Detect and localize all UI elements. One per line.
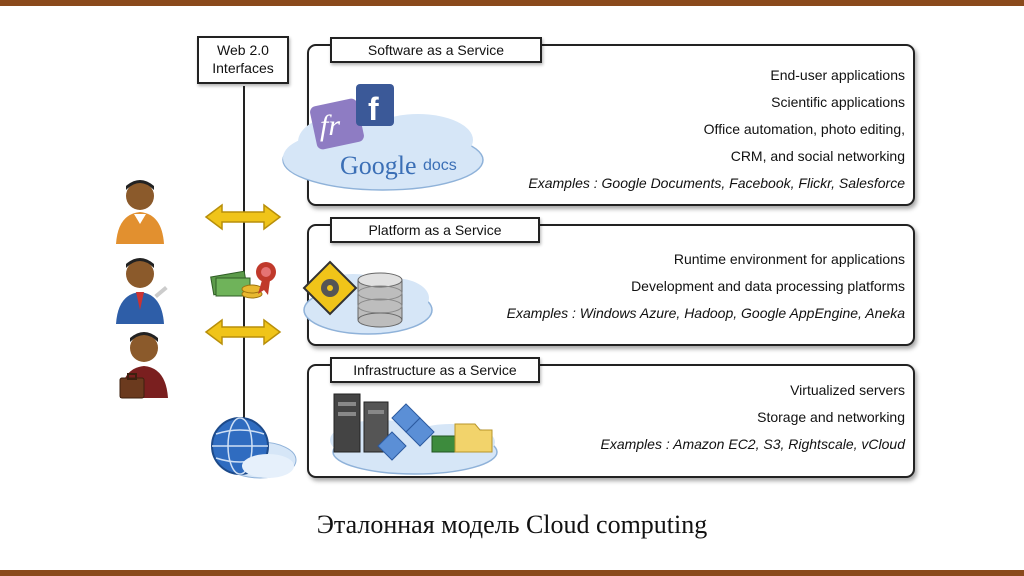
saas-cloud-icon: fr f Google docs bbox=[282, 84, 484, 191]
facebook-f-text: f bbox=[368, 91, 379, 127]
saas-line-1: End-user applications bbox=[770, 67, 905, 83]
top-frame-bar bbox=[0, 0, 1024, 6]
business-user-icon bbox=[119, 332, 168, 399]
web-interfaces-line2: Interfaces bbox=[212, 60, 274, 76]
paas-title: Platform as a Service bbox=[330, 217, 540, 243]
saas-line-2: Scientific applications bbox=[771, 94, 905, 110]
web-interfaces-box: Web 2.0 Interfaces bbox=[197, 36, 289, 84]
paas-line-1: Runtime environment for applications bbox=[673, 251, 905, 267]
saas-title: Software as a Service bbox=[330, 37, 542, 63]
fr-logo-text: fr bbox=[320, 109, 340, 142]
web-interfaces-line1: Web 2.0 bbox=[217, 42, 269, 58]
interfaces-connector-line bbox=[243, 86, 245, 426]
paas-examples: Examples : Windows Azure, Hadoop, Google… bbox=[506, 305, 905, 321]
facebook-logo-icon: f bbox=[356, 84, 394, 127]
paas-text: Runtime environment for applications Dev… bbox=[507, 246, 905, 327]
developer-icon bbox=[116, 258, 168, 324]
saas-line-4: CRM, and social networking bbox=[730, 148, 905, 164]
saas-text: End-user applications Scientific applica… bbox=[528, 62, 905, 197]
end-user-icon bbox=[116, 180, 164, 244]
paas-line-2: Development and data processing platform… bbox=[631, 278, 905, 294]
globe-cloud-icon bbox=[211, 417, 297, 479]
saas-examples: Examples : Google Documents, Facebook, F… bbox=[528, 175, 905, 191]
iaas-line-2: Storage and networking bbox=[757, 409, 905, 425]
gear-warning-sign-icon bbox=[302, 260, 358, 316]
servers-network-icon bbox=[330, 393, 498, 475]
iaas-text: Virtualized servers Storage and networki… bbox=[600, 377, 905, 458]
bidirectional-arrow-icon-2 bbox=[204, 318, 282, 346]
bidirectional-arrow-icon bbox=[204, 203, 282, 231]
database-icon bbox=[357, 272, 403, 328]
bottom-frame-bar bbox=[0, 570, 1024, 576]
docs-logo-text: docs bbox=[423, 157, 457, 174]
money-certificate-icon bbox=[210, 262, 276, 299]
iaas-examples: Examples : Amazon EC2, S3, Rightscale, v… bbox=[600, 436, 905, 452]
paas-cloud-icon bbox=[302, 260, 433, 335]
iaas-line-1: Virtualized servers bbox=[790, 382, 905, 398]
saas-line-3: Office automation, photo editing, bbox=[703, 121, 905, 137]
slide-caption: Эталонная модель Cloud computing bbox=[316, 510, 708, 539]
iaas-title: Infrastructure as a Service bbox=[330, 357, 540, 383]
google-logo-text: Google bbox=[340, 151, 417, 180]
flickr-friendfeed-logo-icon: fr bbox=[310, 98, 364, 150]
